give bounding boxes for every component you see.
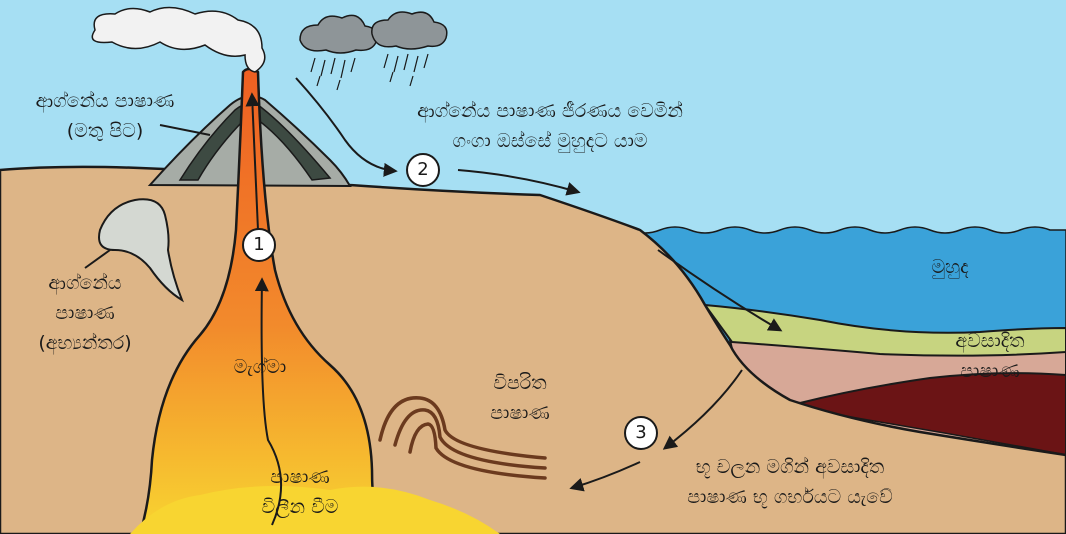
label-igneous-intrusive: ආග්නේය පාෂාණ (අභ්‍යන්තර): [10, 268, 160, 358]
label-melting: පාෂාණ විලීන වීම: [235, 462, 365, 522]
label-magma-text: මැග්මා: [200, 352, 320, 382]
step-badge-1: 1: [242, 228, 276, 262]
label-magma: මැග්මා: [200, 352, 320, 382]
label-igneous-intrusive-line1: ආග්නේය: [10, 268, 160, 298]
label-melting-line1: පාෂාණ: [235, 462, 365, 492]
label-subduction: භූ චලන මගින් අවසාදිත පාෂාණ භූ ගර්භයට යැව…: [640, 452, 940, 512]
label-weathering-line1: ආග්නේය පාෂාණ ජීරණය වෙමින්: [370, 96, 730, 126]
label-igneous-surface-line1: ආග්නේය පාෂාණ: [10, 86, 200, 116]
label-weathering-line2: ගංගා ඔස්සේ මුහුදට යාම: [370, 126, 730, 156]
label-metamorphic-line2: පාෂාණ: [460, 398, 580, 428]
label-igneous-intrusive-line2: පාෂාණ: [10, 298, 160, 328]
label-igneous-surface-line2: (මතු පිට): [10, 116, 200, 146]
label-metamorphic: විපරිත පාෂාණ: [460, 368, 580, 428]
step-badge-3: 3: [624, 416, 658, 450]
label-weathering: ආග්නේය පාෂාණ ජීරණය වෙමින් ගංගා ඔස්සේ මුහ…: [370, 96, 730, 156]
label-sedimentary: අවසාදිත පාෂාණ: [925, 326, 1055, 386]
label-sea-text: මුහුද: [905, 252, 995, 282]
label-sedimentary-line1: අවසාදිත: [925, 326, 1055, 356]
label-subduction-line1: භූ චලන මගින් අවසාදිත: [640, 452, 940, 482]
label-igneous-intrusive-line3: (අභ්‍යන්තර): [10, 328, 160, 358]
label-subduction-line2: පාෂාණ භූ ගර්භයට යැවේ: [640, 482, 940, 512]
label-igneous-surface: ආග්නේය පාෂාණ (මතු පිට): [10, 86, 200, 146]
step-badge-2: 2: [406, 153, 440, 187]
label-metamorphic-line1: විපරිත: [460, 368, 580, 398]
label-melting-line2: විලීන වීම: [235, 492, 365, 522]
label-sea: මුහුද: [905, 252, 995, 282]
label-sedimentary-line2: පාෂාණ: [925, 356, 1055, 386]
